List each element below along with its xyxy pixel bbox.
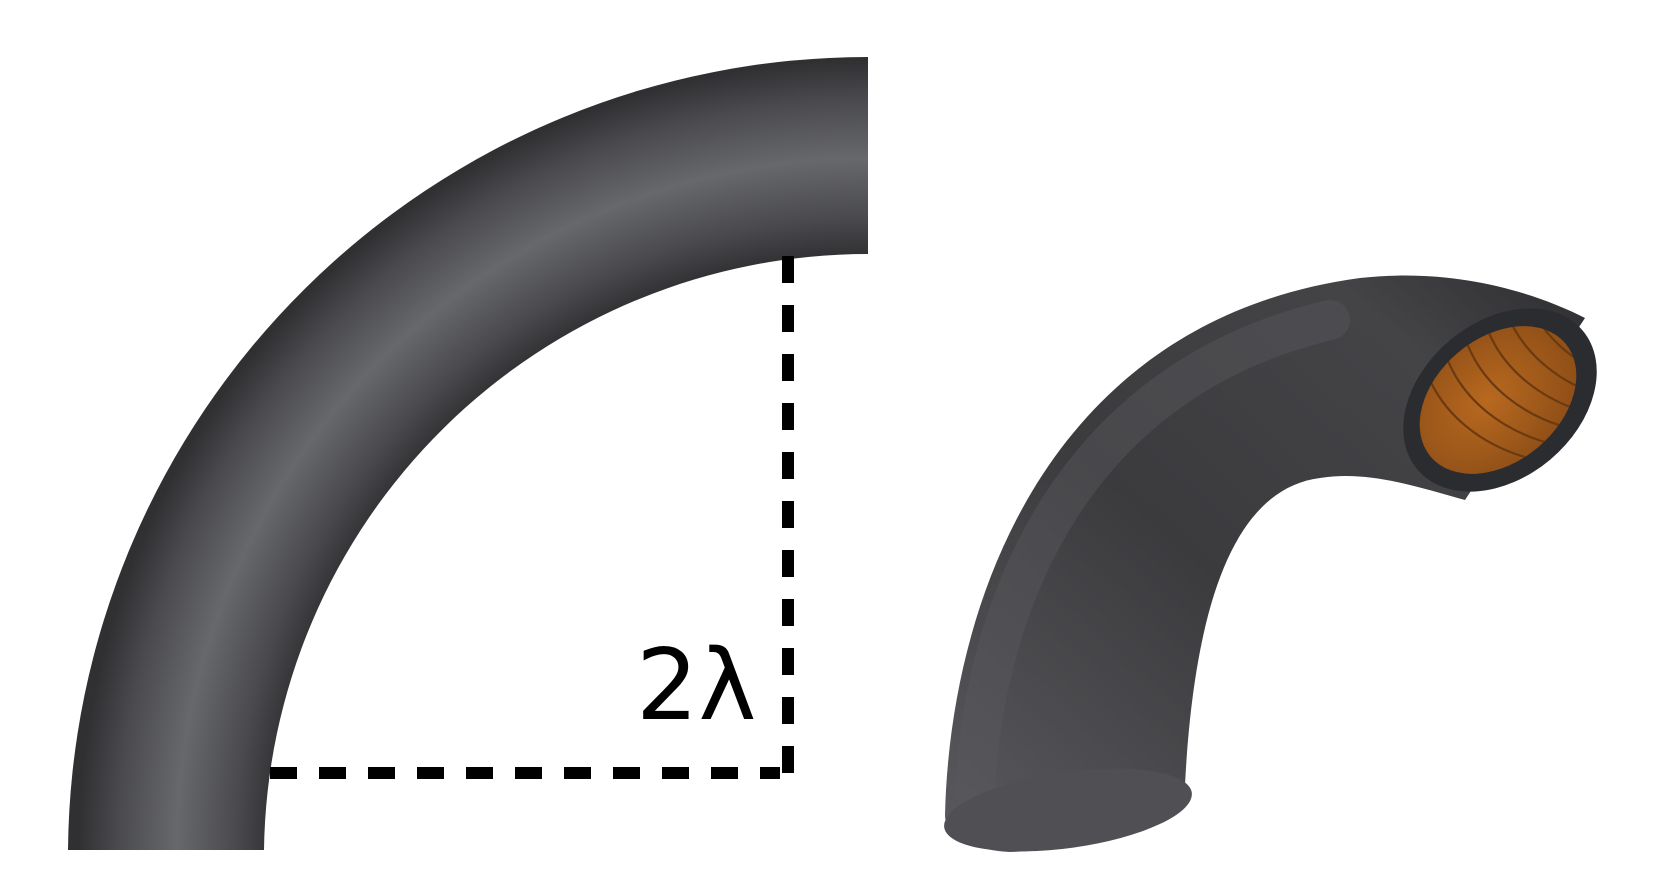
bend-body [68,57,868,850]
radius-label: 2λ [636,629,756,743]
opening-interior [1419,326,1577,474]
waveguide-bend-3d [944,275,1606,852]
radius-guides [270,256,794,779]
waveguide-bend-2d [68,57,868,850]
bend-3d-highlight [955,300,1350,810]
bend-3d-bottom-end [944,768,1192,852]
